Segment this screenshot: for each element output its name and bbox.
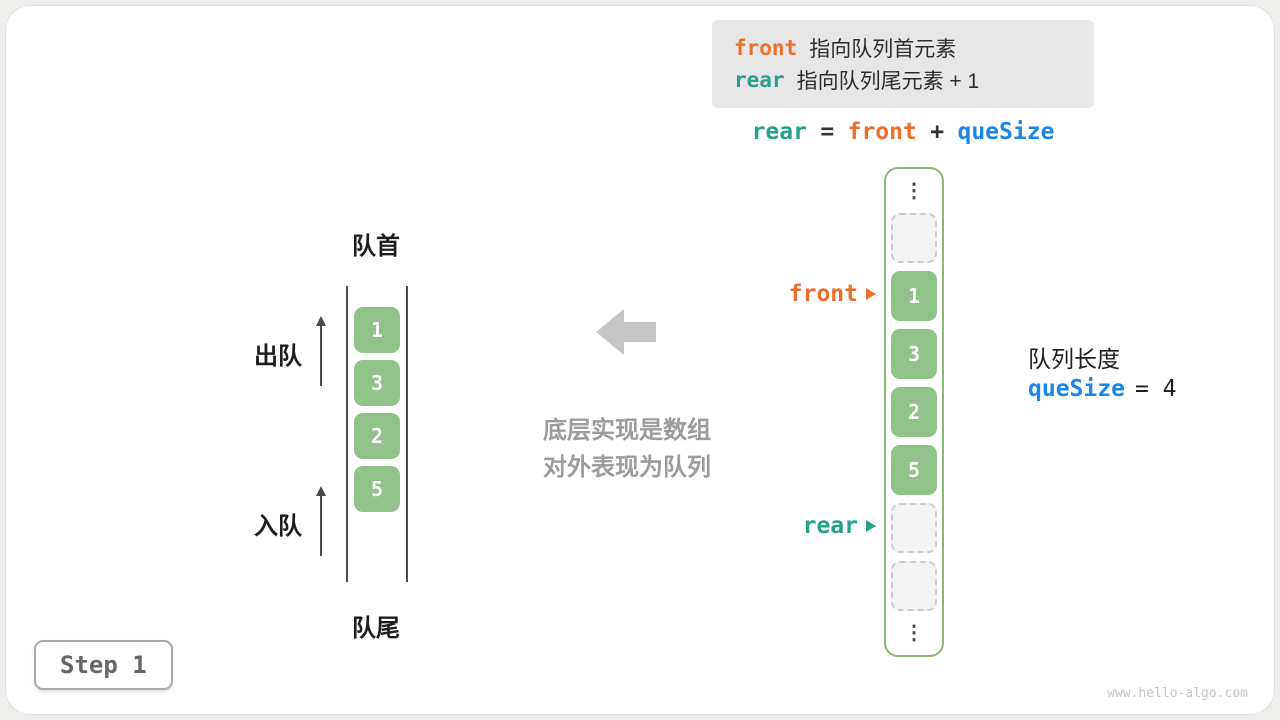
- enqueue-label: 入队: [254, 513, 302, 540]
- rear-keyword: rear: [734, 68, 785, 92]
- rear-description: 指向队列尾元素 + 1: [796, 70, 980, 93]
- formula: rear = front + queSize: [712, 118, 1094, 145]
- rear-pointer-label: rear: [802, 513, 858, 539]
- array-cell: 3: [891, 329, 937, 379]
- front-pointer-label: front: [788, 281, 858, 307]
- arrow-shaft: [320, 494, 322, 556]
- queue-length-label: 队列长度: [1028, 346, 1120, 372]
- formula-front: front: [847, 119, 917, 145]
- dequeue-up-arrow-icon: [316, 316, 326, 386]
- enqueue-up-arrow-icon: [316, 486, 326, 556]
- array-cell-empty: [891, 561, 937, 611]
- front-pointer-arrow-icon: [866, 288, 876, 300]
- dequeue-label: 出队: [254, 343, 302, 370]
- figure-card: [6, 6, 1274, 714]
- center-note-line1: 底层实现是数组: [543, 417, 711, 444]
- array-cell: 1: [891, 271, 937, 321]
- queue-elements: 1 3 2 5: [354, 307, 400, 512]
- array-cell-empty: [891, 213, 937, 263]
- left-arrow-icon: [596, 309, 656, 355]
- legend-line-rear: rear 指向队列尾元素 + 1: [734, 64, 1072, 96]
- queue-element: 2: [354, 413, 400, 459]
- center-note-line2: 对外表现为队列: [543, 454, 711, 481]
- legend-line-front: front 指向队列首元素: [734, 32, 1072, 64]
- formula-equals: =: [820, 119, 835, 145]
- array-cell-empty: [891, 503, 937, 553]
- rear-pointer-arrow-icon: [866, 520, 876, 532]
- queue-element: 3: [354, 360, 400, 406]
- front-pointer: front: [730, 278, 876, 310]
- rear-pointer: rear: [730, 510, 876, 542]
- step-badge: Step 1: [34, 640, 173, 690]
- queue-head-label: 队首: [352, 233, 400, 260]
- formula-plus: +: [930, 119, 945, 145]
- front-description: 指向队列首元素: [809, 38, 957, 61]
- quesize-keyword: queSize: [1028, 376, 1125, 402]
- queue-element: 5: [354, 466, 400, 512]
- quesize-value: = 4: [1134, 376, 1177, 402]
- queue-tail-label: 队尾: [352, 615, 400, 642]
- arrow-head: [316, 316, 326, 326]
- array-cell: 5: [891, 445, 937, 495]
- array-cell: 2: [891, 387, 937, 437]
- watermark: www.hello-algo.com: [1107, 686, 1248, 701]
- queue-left-wall: [346, 286, 348, 582]
- queue-element: 1: [354, 307, 400, 353]
- ellipsis-top: ⋮: [904, 180, 924, 202]
- quesize-line: queSize = 4: [1028, 376, 1176, 402]
- legend-box: front 指向队列首元素 rear 指向队列尾元素 + 1: [712, 20, 1094, 108]
- front-keyword: front: [734, 36, 798, 60]
- array-container: ⋮ 1 3 2 5 ⋮: [884, 167, 944, 657]
- arrow-shaft: [320, 324, 322, 386]
- formula-rear: rear: [751, 119, 807, 145]
- ellipsis-bottom: ⋮: [904, 622, 924, 644]
- queue-right-wall: [406, 286, 408, 582]
- center-note: 底层实现是数组 对外表现为队列: [502, 412, 752, 486]
- formula-quesize: queSize: [957, 119, 1055, 145]
- arrow-head: [316, 486, 326, 496]
